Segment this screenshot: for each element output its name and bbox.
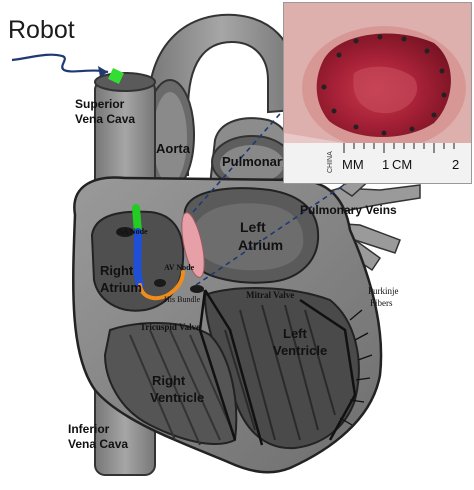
robotic-catheter [108, 68, 185, 301]
label-left-atrium-line1: Left [240, 219, 266, 235]
sa-node-marker [116, 227, 134, 237]
ruler-side-text: CHINA [327, 151, 334, 173]
aorta [145, 13, 296, 191]
label-right-ventricle-line2: Ventricle [150, 390, 204, 405]
ruler-unit-cm: CM [392, 157, 412, 172]
label-pulmonary-veins: Pulmonary Veins [300, 203, 397, 217]
surgical-photo: CHINA MM 1 CM 2 [284, 3, 471, 183]
label-left-atrium-line2: Atrium [238, 237, 283, 253]
left-atrium-chamber [182, 187, 320, 284]
surgical-photo-inset: CHINA MM 1 CM 2 [283, 2, 472, 184]
label-pulmonary: Pulmonary [222, 154, 290, 169]
label-his-bundle: His Bundle [164, 295, 201, 304]
label-superior-vena-cava-line2: Vena Cava [75, 112, 135, 126]
label-superior-vena-cava-line1: Superior [75, 97, 125, 111]
robot-label: Robot [8, 16, 75, 44]
label-aorta: Aorta [156, 141, 191, 156]
ruler-unit-mm: MM [342, 157, 364, 172]
label-right-ventricle-line1: Right [152, 373, 186, 388]
label-inferior-vena-cava-line1: Inferior [68, 422, 110, 436]
label-purkinje-line1: Purkinje [368, 286, 399, 296]
conduction-bundle [198, 289, 357, 446]
his-node-marker [154, 279, 166, 287]
label-right-atrium-line2: Atrium [100, 280, 142, 295]
ruler-ticks [343, 143, 455, 153]
label-left-ventricle-line2: Ventricle [273, 343, 327, 358]
robot-arrow [11, 53, 109, 77]
left-ventricle-chamber [203, 287, 360, 450]
purkinje-fibers [339, 309, 373, 426]
ruler-tick-2: 2 [452, 157, 459, 172]
pulmonary-trunk [208, 117, 294, 192]
label-left-ventricle-line1: Left [283, 326, 308, 341]
label-tricuspid-valve: Tricuspid Valve [140, 322, 200, 332]
label-av-node: AV Node [164, 263, 195, 272]
label-inferior-vena-cava-line2: Vena Cava [68, 437, 128, 451]
label-sa-node: SA Node [118, 227, 148, 236]
label-right-atrium-line1: Right [100, 263, 134, 278]
label-purkinje-line2: Fibers [370, 298, 393, 308]
atrial-septum [181, 212, 205, 278]
av-node-marker [190, 285, 204, 293]
ruler-tick-1: 1 [382, 157, 389, 172]
label-mitral-valve: Mitral Valve [246, 290, 294, 300]
suture-knots [321, 34, 447, 136]
